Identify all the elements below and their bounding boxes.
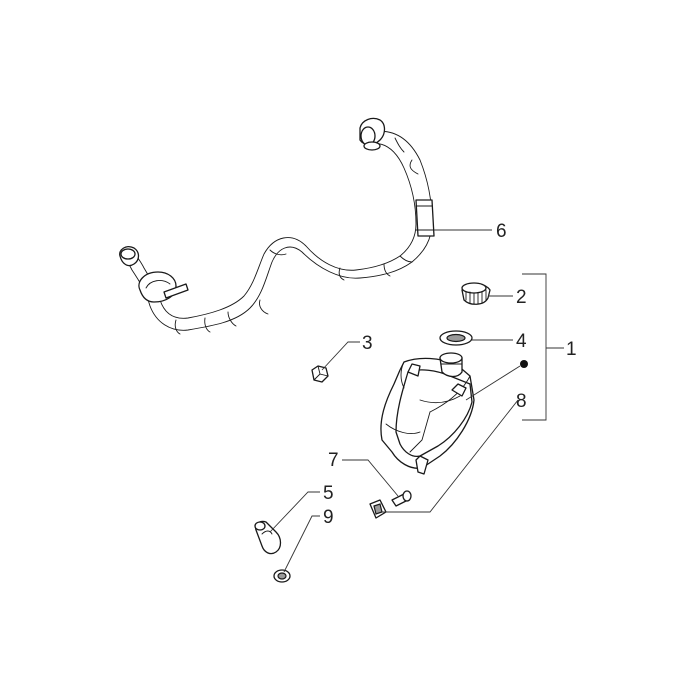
leader-9 [283,515,320,573]
callout-6: 6 [496,221,507,242]
seal-part-4 [439,330,473,346]
callout-3: 3 [362,333,373,354]
leader-lines [269,229,564,573]
callout-1: 1 [566,339,577,360]
screw-part-7 [391,490,412,507]
leader-tank [465,365,521,401]
callout-4: 4 [516,331,527,352]
leader-1-bracket [522,273,547,421]
callout-labels: 6 2 4 1 3 8 7 5 9 [323,221,577,528]
clamp-part-9 [273,569,291,583]
hose-part-6 [119,117,435,335]
leader-8 [382,399,519,513]
cap-part-2 [461,282,491,305]
callout-9: 9 [323,507,334,528]
leader-3 [321,341,360,371]
clip-part-8 [369,499,387,519]
callout-2: 2 [516,287,527,308]
callout-5: 5 [323,483,334,504]
callout-7: 7 [328,450,339,471]
tank-part-1 [380,352,475,475]
short-hose-part-5 [254,520,282,555]
leader-7 [342,459,399,497]
bolt-part-3 [311,365,329,383]
leader-tank-dot [520,360,528,368]
callout-8: 8 [516,391,527,412]
leader-5 [269,491,320,533]
